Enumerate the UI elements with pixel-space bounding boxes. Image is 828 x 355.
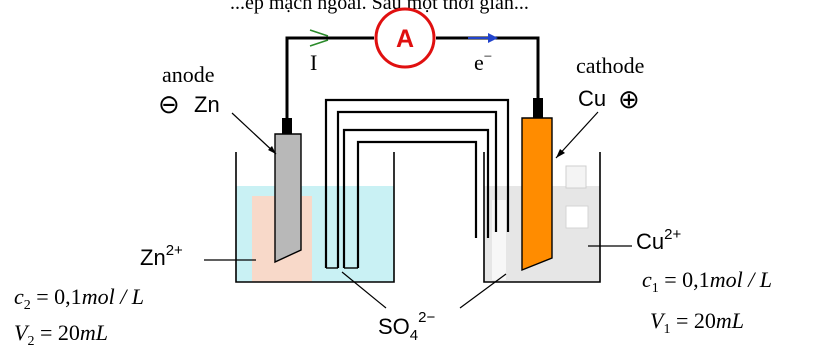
left-concentration: c2 = 0,1mol / L: [14, 284, 144, 313]
cathode-pointer: [555, 111, 599, 159]
electron-label: e−: [474, 49, 492, 75]
right-beaker: [483, 152, 601, 283]
anode-metal-label: Zn: [194, 92, 220, 117]
ammeter-label: A: [396, 25, 414, 53]
current-label: I: [310, 50, 317, 75]
caption-fragment: ...ép mạch ngoài. Sau một thời gian...: [230, 0, 529, 14]
right-volume: V1 = 20mL: [650, 308, 744, 337]
copper-electrode: [521, 98, 553, 272]
right-concentration: c1 = 0,1mol / L: [642, 267, 772, 296]
electron-arrow-icon: [468, 33, 498, 43]
cathode-sign-icon: ⊕: [618, 84, 640, 114]
current-arrow-icon: [309, 29, 329, 47]
copper-ion-label: Cu2+: [636, 226, 681, 254]
anode-pointer: [231, 112, 277, 155]
zinc-ion-label: Zn2+: [140, 242, 183, 270]
salt-bridge: [324, 98, 510, 268]
left-beaker: [235, 152, 395, 283]
anode-label: anode: [162, 62, 215, 87]
cathode-metal-label: Cu: [578, 86, 606, 111]
sulfate-pointer-left: [341, 271, 387, 309]
left-volume: V2 = 20mL: [14, 320, 108, 349]
sulfate-ion-label: SO42−: [378, 309, 435, 344]
ammeter: A: [374, 7, 436, 69]
sulfate-pointer-right: [459, 273, 507, 309]
cathode-label: cathode: [576, 53, 644, 78]
zinc-electrode: [274, 114, 302, 264]
anode-sign-icon: ⊖: [158, 89, 180, 119]
